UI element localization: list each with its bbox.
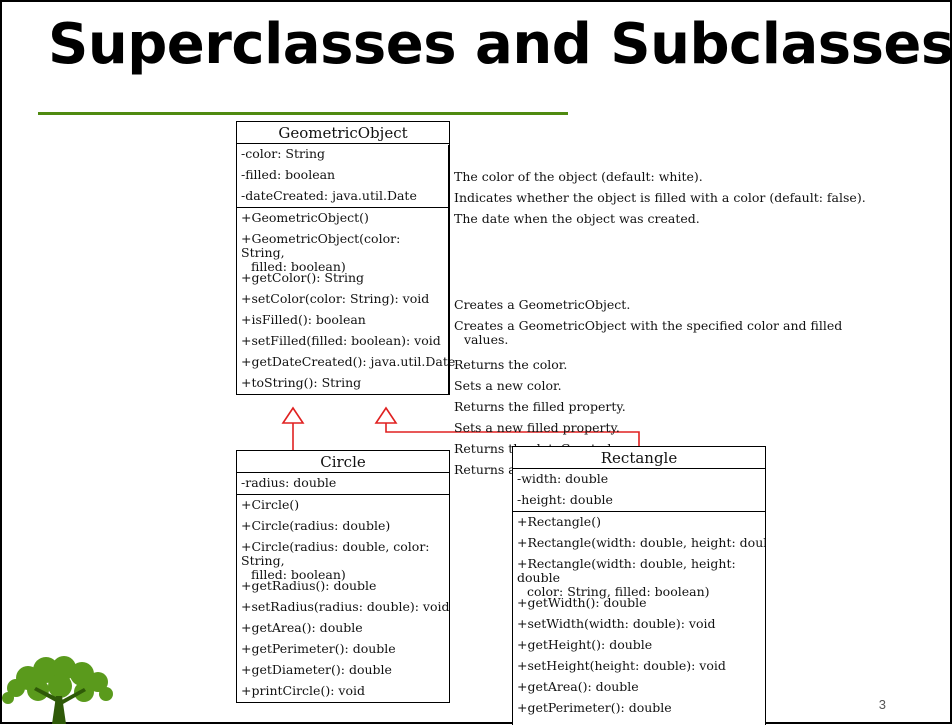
geometricobject-method-7: +getDateCreated(): java.util.Date [241, 354, 456, 369]
geometricobject-method-4: +setColor(color: String): void [241, 291, 430, 306]
rectangle-class-box: Rectangle -width: double-height: double … [512, 446, 766, 725]
circle-method-8: +getDiameter(): double [241, 662, 392, 677]
rectangle-method-6: +getHeight(): double [517, 637, 653, 652]
circle-method-5: +setRadius(radius: double): void [241, 599, 450, 614]
geometricobject-description-4: Creates a GeometricObject. [454, 296, 631, 312]
circle-class-box: Circle -radius: double +Circle()+Circle(… [236, 450, 450, 703]
rectangle-class-name: Rectangle [513, 447, 765, 469]
circle-method-3: +Circle(radius: double, color: String,fi… [241, 539, 430, 582]
rectangle-field-2: -height: double [517, 492, 613, 507]
title-underline [38, 112, 568, 115]
geometricobject-fields: -color: String -filled: boolean -dateCreat… [237, 144, 449, 208]
methods-description-bracket [448, 208, 450, 395]
circle-method-6: +getArea(): double [241, 620, 363, 635]
geometricobject-field-1: -color: String [241, 146, 326, 161]
circle-method-7: +getPerimeter(): double [241, 641, 396, 656]
page-number: 3 [878, 697, 886, 712]
circle-field-1: -radius: double [241, 475, 337, 490]
rectangle-method-2: +Rectangle(width: double, height: double… [517, 535, 766, 550]
geometricobject-description-6: Returns the color. [454, 356, 568, 372]
geometricobject-description-7: Sets a new color. [454, 377, 562, 393]
geometricobject-methods: +GeometricObject() +GeometricObject(color… [237, 208, 456, 394]
geometricobject-description-1: The color of the object (default: white)… [454, 168, 703, 184]
circle-method-2: +Circle(radius: double) [241, 518, 391, 533]
rectangle-method-4: +getWidth(): double [517, 595, 647, 610]
circle-class-name: Circle [237, 451, 449, 473]
geometricobject-method-1: +GeometricObject() [241, 210, 369, 225]
rectangle-method-8: +getArea(): double [517, 679, 639, 694]
rectangle-method-5: +setWidth(width: double): void [517, 616, 716, 631]
geometricobject-class-box: GeometricObject -color: String -filled: b… [236, 121, 456, 395]
rectangle-inheritance-line [385, 423, 640, 446]
circle-inheritance-arrow [281, 406, 305, 424]
geometricobject-description-5: Creates a GeometricObject with the speci… [454, 317, 843, 347]
rectangle-inheritance-arrow [374, 406, 398, 424]
circle-fields: -radius: double [237, 473, 449, 495]
geometricobject-method-5: +isFilled(): boolean [241, 312, 366, 327]
circle-method-1: +Circle() [241, 497, 300, 512]
rectangle-field-1: -width: double [517, 471, 609, 486]
geometricobject-description-9: Sets a new filled property. [454, 419, 620, 435]
rectangle-methods: +Rectangle() +Rectangle(width: double, he… [513, 512, 765, 719]
geometricobject-description-3: The date when the object was created. [454, 210, 700, 226]
rectangle-fields: -width: double -height: double [513, 469, 765, 512]
geometricobject-description-8: Returns the filled property. [454, 398, 626, 414]
geometricobject-method-6: +setFilled(filled: boolean): void [241, 333, 441, 348]
rectangle-method-1: +Rectangle() [517, 514, 601, 529]
circle-methods: +Circle() +Circle(radius: double) +Circle(… [237, 495, 450, 702]
rectangle-method-3: +Rectangle(width: double, height: double… [517, 556, 736, 599]
geometricobject-description-2: Indicates whether the object is filled w… [454, 189, 866, 205]
geometricobject-method-8: +toString(): String [241, 375, 362, 390]
geometricobject-class-name: GeometricObject [237, 122, 449, 144]
fields-description-bracket [448, 144, 450, 209]
circle-method-4: +getRadius(): double [241, 578, 377, 593]
geometricobject-field-2: -filled: boolean [241, 167, 336, 182]
circle-method-9: +printCircle(): void [241, 683, 365, 698]
geometricobject-method-3: +getColor(): String [241, 270, 365, 285]
geometricobject-field-3: -dateCreated: java.util.Date [241, 188, 417, 203]
geometricobject-method-2: +GeometricObject(color: String,filled: b… [241, 231, 401, 274]
rectangle-method-7: +setHeight(height: double): void [517, 658, 726, 673]
slide-title: Superclasses and Subclasses [48, 12, 952, 77]
tree-logo-icon [2, 656, 113, 724]
rectangle-method-9: +getPerimeter(): double [517, 700, 672, 715]
